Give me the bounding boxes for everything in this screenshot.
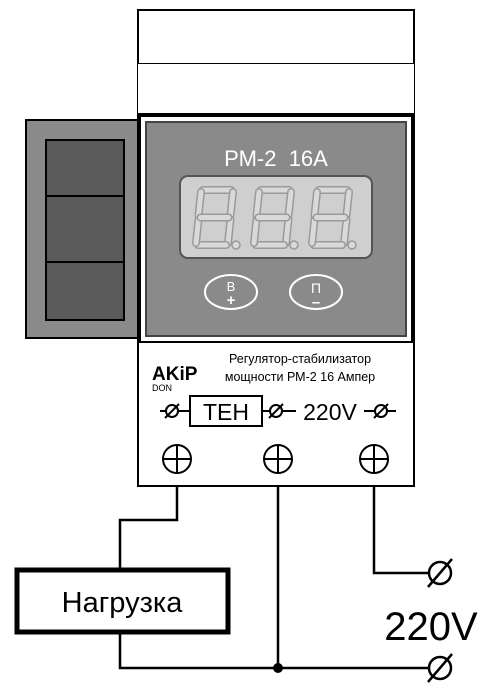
screw-terminal-2[interactable] — [263, 444, 293, 474]
brand-sub: DON — [152, 383, 172, 393]
supply-terminal-top — [427, 558, 453, 588]
button-down-bottom-label: – — [312, 294, 320, 311]
button-up-plus[interactable]: В + — [204, 274, 258, 310]
label-area: AKiP DON Регулятор-стабилизатор мощности… — [152, 352, 375, 393]
front-panel: РМ-2 16А В + П – — [139, 115, 413, 343]
button-up-top-label: В — [227, 279, 236, 294]
display-digit-3 — [308, 186, 357, 250]
button-down-top-label: П — [311, 280, 321, 296]
display-digits — [192, 186, 357, 250]
supply-terminal-bottom — [427, 653, 453, 683]
description-line-1: Регулятор-стабилизатор — [229, 352, 371, 366]
brand-logo: AKiP — [152, 364, 198, 385]
button-down-minus[interactable]: П – — [289, 274, 343, 311]
button-up-bottom-label: + — [227, 292, 236, 309]
load-box: Нагрузка — [14, 567, 231, 635]
screw-terminal-3[interactable] — [359, 444, 389, 474]
supply-terminal-label: 220V — [303, 399, 357, 425]
display-digit-2 — [250, 186, 299, 250]
description-line-2: мощности РМ-2 16 Ампер — [225, 370, 375, 384]
display-digit-1 — [192, 186, 241, 250]
load-label: Нагрузка — [62, 587, 184, 619]
heater-label: ТЕН — [203, 399, 249, 425]
model-label: РМ-2 16А — [224, 146, 328, 171]
wire-junction-dot — [273, 663, 283, 673]
screw-terminal-1[interactable] — [162, 444, 192, 474]
side-module — [25, 119, 139, 339]
terminal-markings: ТЕН 220V — [160, 395, 396, 427]
supply-voltage-label: 220V — [384, 605, 478, 649]
